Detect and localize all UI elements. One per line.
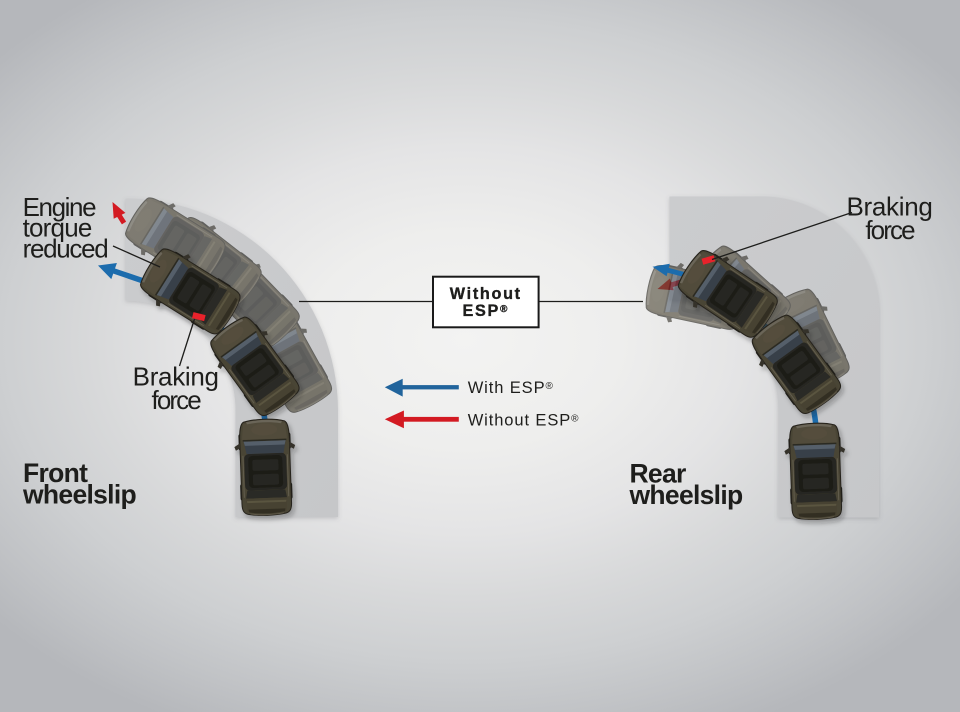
svg-text:reduced: reduced: [23, 234, 108, 264]
svg-text:With ESP®: With ESP®: [468, 379, 554, 397]
svg-text:torque: torque: [23, 213, 92, 243]
svg-text:Without: Without: [450, 285, 522, 303]
svg-text:force: force: [865, 215, 915, 245]
svg-text:ESP®: ESP®: [463, 302, 510, 320]
svg-text:Braking: Braking: [846, 192, 932, 222]
svg-text:Rear: Rear: [630, 459, 687, 489]
svg-text:Engine: Engine: [23, 192, 96, 222]
svg-text:wheelslip: wheelslip: [629, 480, 744, 510]
svg-text:Braking: Braking: [133, 361, 219, 391]
svg-text:force: force: [152, 385, 202, 415]
svg-text:Front: Front: [23, 458, 88, 488]
svg-text:Without ESP®: Without ESP®: [468, 412, 580, 430]
svg-text:wheelslip: wheelslip: [22, 480, 137, 510]
